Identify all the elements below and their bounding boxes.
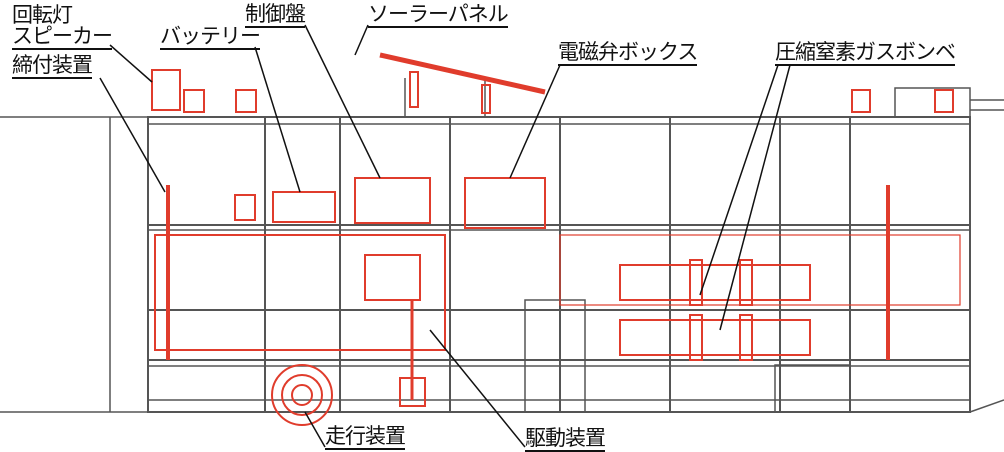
control-panel (354, 177, 431, 224)
components (151, 52, 961, 426)
label-clamping-device: 締付装置 (12, 53, 93, 79)
battery (272, 191, 336, 223)
rotating-light (151, 69, 181, 111)
wheel (271, 364, 333, 426)
label-solenoid-valve-box: 電磁弁ボックス (558, 40, 698, 66)
frame (0, 78, 1004, 413)
label-drive-device: 駆動装置 (525, 426, 606, 452)
label-rotating-light: 回転灯 (12, 3, 73, 27)
label-nitrogen-cylinder: 圧縮窒素ガスボンベ (775, 40, 956, 66)
label-speaker: スピーカー (12, 24, 113, 50)
nitrogen-cylinder-2 (619, 319, 811, 356)
solar-panel (379, 52, 546, 95)
label-control-panel: 制御盤 (245, 2, 306, 28)
solenoid-valve-box (464, 177, 546, 229)
label-solar-panel: ソーラーパネル (368, 2, 509, 28)
leader-lines (99, 24, 791, 448)
label-travel-device: 走行装置 (325, 424, 406, 450)
nitrogen-cylinder-1 (619, 264, 811, 301)
label-battery: バッテリー (160, 24, 261, 50)
